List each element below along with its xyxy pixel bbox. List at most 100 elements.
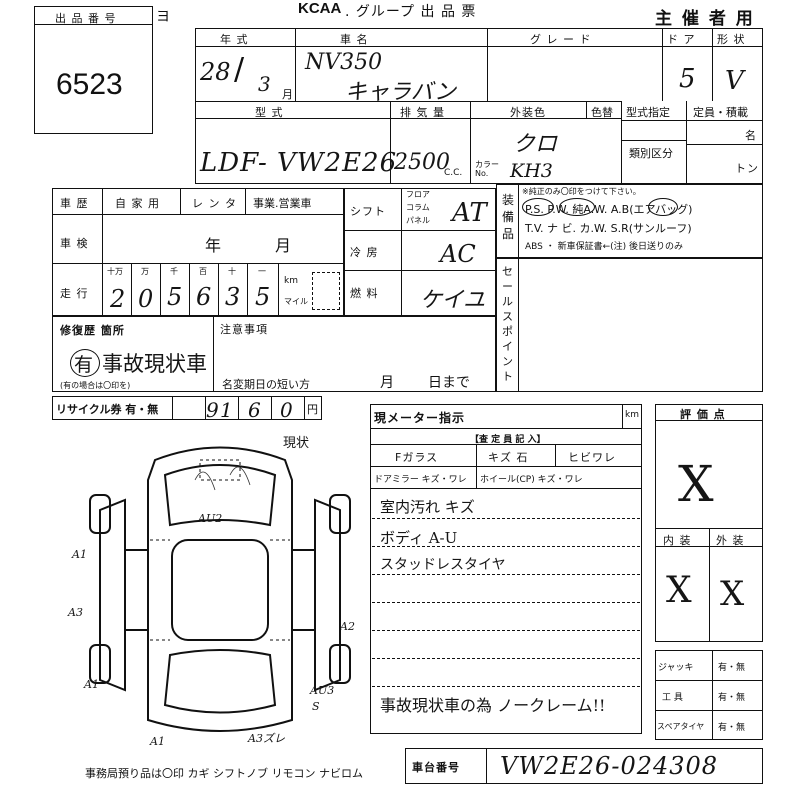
repair-label: 修復歴 箇所 bbox=[60, 324, 125, 337]
diagram-note-4: A2 bbox=[340, 620, 355, 633]
name-label: 車 名 bbox=[340, 33, 369, 46]
inspector-block bbox=[370, 404, 642, 734]
tools-label: 工 具 bbox=[662, 693, 683, 703]
interior-label: 内 装 bbox=[663, 534, 692, 547]
color-label: 外装色 bbox=[510, 106, 546, 119]
diagram-note-1: AU2 bbox=[198, 512, 223, 525]
sales-point-label: セールスポイント bbox=[502, 265, 514, 383]
inspector-bottom-line: 事故現状車の為 ノークレーム!! bbox=[380, 696, 606, 715]
inspector-line-3: スタッドレスタイヤ bbox=[380, 557, 506, 573]
glass-options: キズ 石 bbox=[488, 451, 529, 464]
color-code-value: KH3 bbox=[510, 160, 553, 182]
shift-label: シフト bbox=[350, 205, 386, 218]
mileage-digit-2: 5 bbox=[167, 283, 183, 311]
recycle-digit-1: 1 bbox=[220, 398, 233, 422]
recycle-block bbox=[52, 396, 322, 420]
mileage-unit-box bbox=[312, 272, 340, 310]
ac-value: AC bbox=[440, 240, 476, 268]
mileage-unit-0: 十万 bbox=[107, 267, 123, 276]
spare-value: 有・無 bbox=[718, 723, 746, 733]
recycle-digit-2: 6 bbox=[248, 398, 261, 422]
mileage-digit-5: 5 bbox=[255, 283, 271, 311]
type-label: 型 式 bbox=[255, 106, 284, 119]
form-role: 主 催 者 用 bbox=[655, 9, 755, 29]
grade-label: グ レ ー ド bbox=[530, 33, 592, 46]
capacity-label: 定員・積載 bbox=[693, 106, 748, 119]
meter-label: 現メーター指示 bbox=[374, 411, 466, 425]
tools-value: 有・無 bbox=[718, 693, 746, 703]
fuel-value: ケイユ bbox=[420, 288, 486, 313]
doors-label: ド ア bbox=[667, 33, 696, 46]
shift-value: AT bbox=[452, 198, 487, 228]
mileage-unit-1: 万 bbox=[141, 267, 149, 276]
class-label: 類別区分 bbox=[629, 147, 673, 160]
spare-label: スペアタイヤ bbox=[657, 722, 705, 731]
month-value: 3 bbox=[258, 72, 271, 96]
history-business: 事業.営業車 bbox=[253, 197, 312, 210]
rating-label: 評 価 点 bbox=[680, 408, 726, 421]
ab-circle bbox=[648, 198, 678, 216]
lot-number-box bbox=[34, 6, 153, 134]
vehicle-grid bbox=[195, 28, 763, 184]
equipment-row-3: ABS ・ 新車保証書←(注) 後日送りのみ bbox=[525, 242, 684, 252]
month-unit: 月 bbox=[282, 88, 294, 101]
history-private: 自 家 用 bbox=[115, 197, 160, 210]
jack-label: ジャッキ bbox=[658, 663, 694, 673]
diagram-note-6: AU3 bbox=[310, 684, 335, 697]
inspection-label: 車 検 bbox=[60, 237, 89, 250]
notes-label: 注意事項 bbox=[220, 323, 268, 336]
color-value: クロ bbox=[513, 132, 558, 157]
deposit-items: 事務局預り品は〇印 カギ シフトノブ リモコン ナビロム bbox=[85, 767, 363, 780]
model-value: NV350 bbox=[305, 50, 383, 75]
diagram-note-2: A1 bbox=[72, 548, 87, 561]
repair-block bbox=[52, 316, 496, 392]
diagram-note-8: A1 bbox=[150, 735, 165, 748]
fuel-label: 燃 料 bbox=[350, 287, 379, 300]
mileage-unit-3: 百 bbox=[199, 267, 207, 276]
glass-label: Fガラス bbox=[395, 451, 439, 464]
inspector-label: 【査 定 員 記 入】 bbox=[470, 435, 546, 445]
expiry-month: 月 bbox=[380, 375, 395, 391]
recycle-digit-0: 9 bbox=[206, 398, 219, 422]
displacement-value: 2500 bbox=[394, 150, 450, 175]
mileage-digit-1: 0 bbox=[138, 285, 154, 313]
type-value: LDF- VW2E26 bbox=[200, 148, 398, 178]
drivetrain-block bbox=[344, 188, 496, 316]
inspection-month: 月 bbox=[275, 236, 293, 255]
mileage-digit-3: 6 bbox=[196, 283, 212, 311]
recycle-digit-3: 0 bbox=[280, 398, 293, 422]
history-block bbox=[52, 188, 344, 316]
shift-panel: パネル bbox=[406, 216, 430, 225]
form-title: . グループ 出 品 票 bbox=[345, 4, 477, 20]
shift-floor: フロア bbox=[406, 190, 430, 199]
pw-circle bbox=[559, 198, 595, 216]
designation-label: 型式指定 bbox=[626, 106, 670, 119]
mileage-digit-0: 2 bbox=[110, 285, 126, 313]
mileage-label: 走 行 bbox=[60, 287, 89, 300]
accessories-block bbox=[655, 650, 763, 740]
glass-crack: ヒビワレ bbox=[568, 451, 616, 464]
shape-label: 形 状 bbox=[717, 33, 746, 46]
mileage-unit-2: 千 bbox=[170, 267, 178, 276]
interior-mark: X bbox=[666, 570, 692, 611]
equipment-note: ※純正のみ〇印をつけて下さい。 bbox=[522, 187, 641, 196]
year-slash: / bbox=[234, 52, 245, 87]
mirror-label: ドアミラー キズ・ワレ bbox=[374, 475, 467, 485]
sales-point-block bbox=[496, 258, 763, 392]
repair-hint: (有の場合は〇印を) bbox=[60, 381, 131, 390]
inspector-line-1: 室内汚れ キズ bbox=[380, 498, 475, 516]
equipment-block bbox=[496, 184, 763, 258]
ac-label: 冷 房 bbox=[350, 246, 379, 259]
year-label: 年 式 bbox=[220, 33, 249, 46]
chassis-value: VW2E26-024308 bbox=[500, 752, 719, 780]
exterior-mark: X bbox=[720, 574, 745, 614]
lot-bracket: ヨ bbox=[156, 9, 170, 25]
persons-unit: 名 bbox=[745, 129, 757, 142]
color-code-label: カラー No. bbox=[475, 160, 499, 178]
car-diagram bbox=[89, 446, 351, 732]
history-rental: レ ン タ bbox=[192, 197, 237, 210]
repair-text: 事故現状車 bbox=[102, 352, 207, 376]
exterior-label: 外 装 bbox=[716, 534, 745, 547]
wheel-label: ホイール(CP) キズ・ワレ bbox=[480, 475, 583, 485]
diagram-note-5: A1 bbox=[84, 678, 99, 691]
